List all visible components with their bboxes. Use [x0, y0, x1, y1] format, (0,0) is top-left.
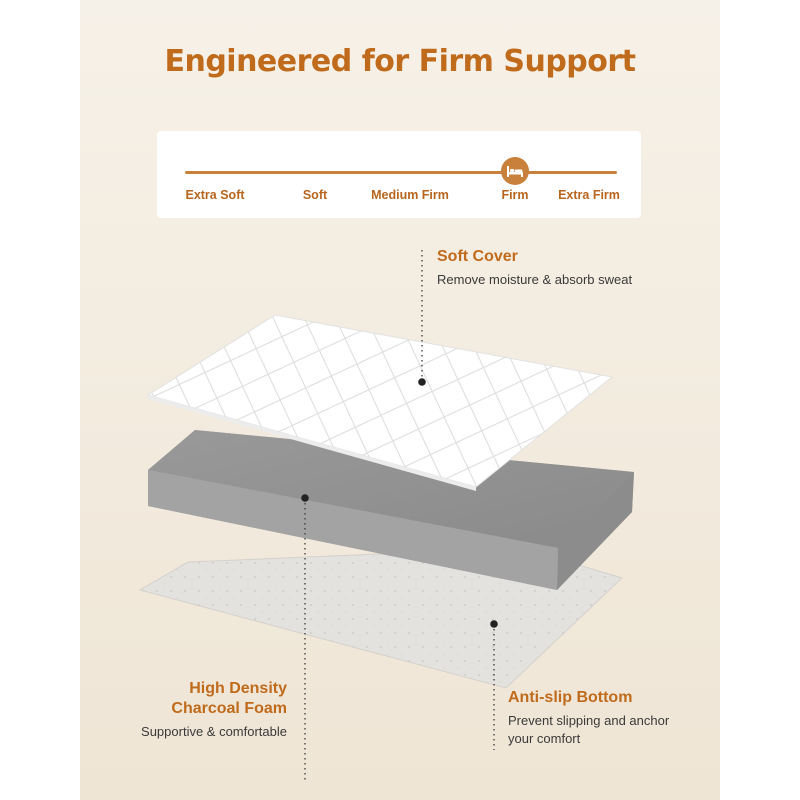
firmness-scale: Extra Soft Soft Medium Firm Firm Extra F… [157, 131, 641, 218]
foam-callout-dot [301, 494, 309, 502]
foam-title-line2: Charcoal Foam [171, 700, 287, 717]
charcoal-foam-layer [148, 430, 634, 590]
foam-title-line1: High Density [189, 680, 287, 697]
scale-label-extra-soft: Extra Soft [185, 188, 245, 202]
page-title: Engineered for Firm Support [164, 44, 636, 79]
soft-cover-title: Soft Cover [437, 248, 518, 265]
scale-label-medium-firm: Medium Firm [371, 188, 449, 202]
anti-slip-description-line2: your comfort [508, 731, 581, 746]
soft-cover-layer [146, 314, 614, 491]
scale-label-firm: Firm [501, 188, 529, 202]
anti-slip-description-line1: Prevent slipping and anchor [508, 713, 670, 728]
bottom-callout-dot [490, 620, 498, 628]
firmness-scale-track [185, 171, 617, 174]
scale-label-extra-firm: Extra Firm [558, 188, 620, 202]
foam-description: Supportive & comfortable [141, 724, 287, 739]
anti-slip-title: Anti-slip Bottom [508, 689, 633, 706]
scale-label-soft: Soft [302, 188, 328, 202]
soft-cover-description: Remove moisture & absorb sweat [437, 272, 633, 287]
bed-icon [501, 157, 529, 185]
cover-callout-dot [418, 378, 426, 386]
